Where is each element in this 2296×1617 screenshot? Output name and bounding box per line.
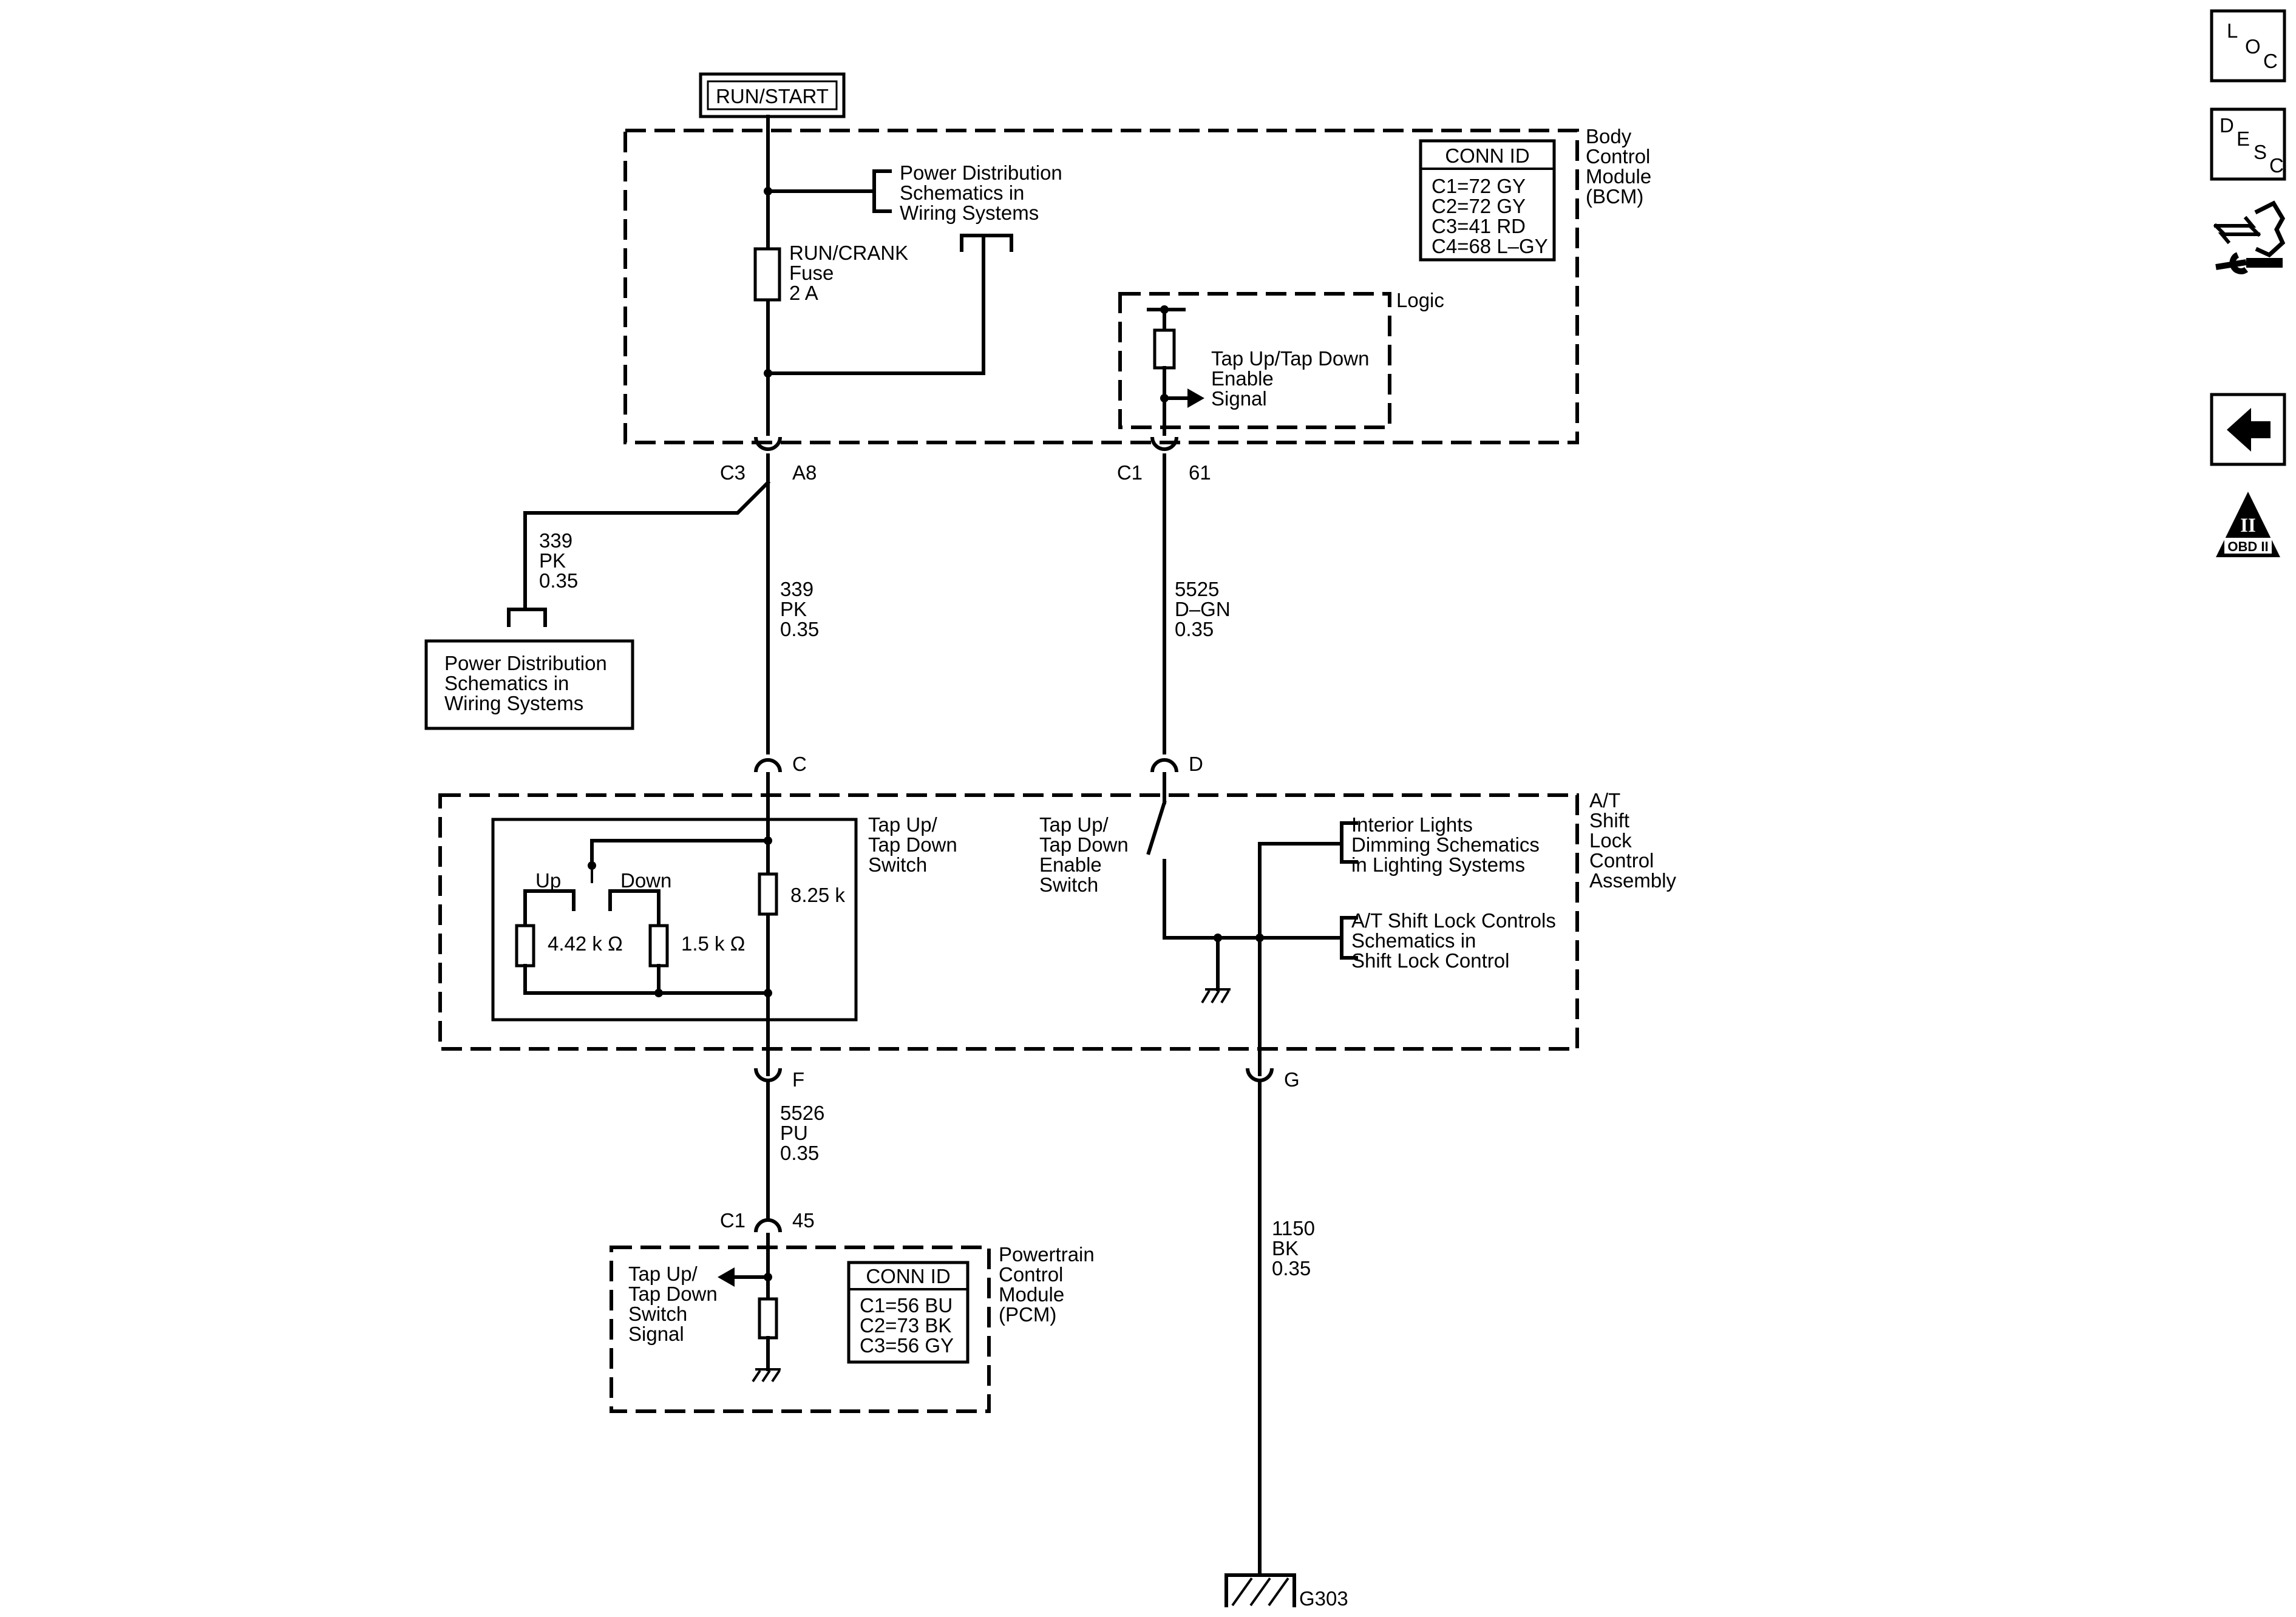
shift-lock-connectors: F G — [754, 1068, 1300, 1091]
run-crank-fuse — [753, 247, 781, 302]
connector-c1: C1 — [1117, 461, 1143, 484]
bcm-conn-id-1: C1=72 GY — [1432, 175, 1526, 197]
nav-loc-button[interactable]: L O C — [2210, 9, 2286, 83]
loc-letter-l: L — [2227, 19, 2238, 42]
obd-ii-icon: II OBD II — [2216, 492, 2280, 557]
pcm-conn-id-1: C1=56 BU — [860, 1294, 953, 1317]
desc-letter-d: D — [2220, 114, 2234, 137]
obd-ii-numeral: II — [2240, 515, 2256, 537]
pcm-conn-id-3: C3=56 GY — [860, 1334, 954, 1357]
bcm-logic-block — [1118, 292, 1391, 429]
pcm-conn-id-title: CONN ID — [866, 1265, 950, 1287]
pullup-resistor — [1153, 328, 1176, 370]
pcm-resistor — [758, 1297, 778, 1340]
connector-pcm-c1: C1 — [720, 1209, 746, 1232]
pcm-conn-id-box — [847, 1261, 970, 1364]
resistor-8-25k — [758, 872, 778, 916]
pcm-conn-id-2: C2=73 BK — [860, 1314, 951, 1337]
resistor-4-42k-label: 4.42 k Ω — [548, 932, 623, 955]
connector-pcm-c1-pin: 45 — [792, 1209, 815, 1232]
resistor-4-42k — [515, 924, 535, 968]
bcm-boundary — [623, 129, 1579, 444]
connector-c3-pin: A8 — [792, 461, 817, 484]
resistor-8-25k-label: 8.25 k — [790, 884, 845, 906]
bcm-conn-id-4: C4=68 L–GY — [1432, 235, 1548, 257]
back-arrow-icon — [2227, 408, 2271, 452]
switch-up-label: Up — [535, 869, 561, 892]
connector-d: D — [1189, 753, 1203, 775]
connector-f: F — [792, 1068, 804, 1091]
connector-c3: C3 — [720, 461, 746, 484]
enable-switch-contact — [1146, 800, 1167, 855]
obd-ii-label: OBD II — [2227, 539, 2268, 554]
connector-c: C — [792, 753, 807, 775]
power-dist-box — [424, 639, 634, 730]
resistor-1-5k-label: 1.5 k Ω — [681, 932, 745, 955]
switch-down-label: Down — [620, 869, 671, 892]
desc-letter-s: S — [2254, 141, 2267, 163]
logic-label: Logic — [1396, 289, 1444, 311]
wire-339-branch — [523, 480, 771, 609]
bcm-connectors: C3 A8 C1 61 — [720, 436, 1211, 484]
tap-switch-box — [491, 818, 858, 1022]
pcm-boundary — [610, 1246, 991, 1413]
ground-g303-symbol — [1224, 1573, 1296, 1607]
shift-lock-boundary — [438, 793, 1579, 1051]
back-arrow-button[interactable] — [2210, 393, 2286, 466]
bcm-conn-id-box — [1419, 139, 1556, 262]
bcm-conn-id-3: C3=41 RD — [1432, 215, 1526, 237]
connector-c1-pin: 61 — [1189, 461, 1211, 484]
power-source: RUN/START — [699, 72, 846, 118]
ground-g303-label: G303 — [1299, 1587, 1348, 1610]
power-source-label: RUN/START — [716, 85, 829, 107]
nav-desc-button[interactable]: D E S C — [2210, 107, 2286, 181]
connector-g: G — [1284, 1068, 1300, 1091]
loc-letter-o: O — [2245, 35, 2261, 58]
connector-wrench-icon[interactable] — [2213, 200, 2286, 274]
resistor-1-5k — [648, 924, 669, 968]
bcm-conn-id-2: C2=72 GY — [1432, 195, 1526, 217]
loc-letter-c: C — [2263, 50, 2278, 72]
bcm-conn-id-title: CONN ID — [1445, 144, 1529, 167]
desc-letter-e: E — [2237, 127, 2250, 150]
desc-letter-c: C — [2269, 154, 2284, 177]
